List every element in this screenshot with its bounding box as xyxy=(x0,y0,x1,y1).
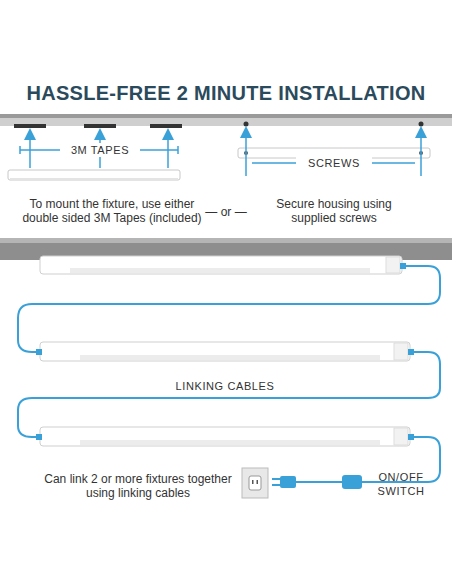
ceiling xyxy=(0,114,452,126)
tape-arrows xyxy=(20,134,178,168)
linking-cable xyxy=(18,266,440,482)
fixture xyxy=(40,256,402,274)
callout-label: SCREWS xyxy=(296,156,372,170)
on-off-switch xyxy=(342,475,362,489)
fixture xyxy=(40,427,410,446)
screw-hole xyxy=(419,122,424,127)
screw-hole xyxy=(244,122,249,127)
tape-strip xyxy=(150,124,182,128)
separator: — or — xyxy=(200,205,252,219)
wall-outlet xyxy=(242,468,268,498)
caption: To mount the fixture, use either double … xyxy=(12,197,212,225)
callout-label: 3M TAPES xyxy=(60,143,140,157)
fixture xyxy=(8,170,180,180)
tape-strip xyxy=(84,124,116,128)
title: HASSLE-FREE 2 MINUTE INSTALLATION xyxy=(0,82,452,105)
screw-arrows xyxy=(246,132,421,176)
fixture xyxy=(40,342,410,361)
callout-label: ON/OFF SWITCH xyxy=(368,470,434,498)
plug xyxy=(272,476,296,488)
caption: Can link 2 or more fixtures together usi… xyxy=(40,472,236,500)
tape-strip xyxy=(14,124,46,128)
callout-label: LINKING CABLES xyxy=(150,379,300,393)
caption: Secure housing using supplied screws xyxy=(262,197,406,225)
